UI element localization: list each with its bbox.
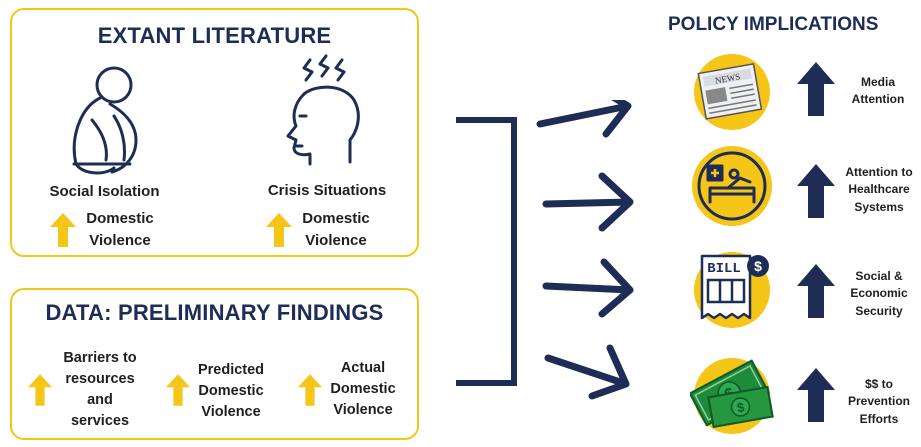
policy-line: Economic (850, 286, 908, 301)
social-isolation-effect: Domestic Violence (80, 208, 160, 252)
finding-line: Violence (333, 402, 393, 419)
up-arrow-navy-icon (797, 264, 835, 318)
connector-bracket (456, 100, 634, 400)
policy-line: $$ to (864, 377, 893, 391)
arrow-to-media (536, 100, 632, 138)
policy-line: Security (855, 303, 903, 318)
newspaper-text: NEWS (714, 71, 741, 85)
preliminary-findings-panel: DATA: PRELIMINARY FINDINGS Barriers to r… (10, 288, 419, 440)
arrow-group (536, 100, 634, 400)
stressed-head-icon (286, 54, 360, 166)
money-icon: $ $ (690, 358, 774, 434)
svg-text:$: $ (736, 399, 746, 415)
policy-line: Attention to (845, 165, 913, 179)
prevention-label: $$ to Prevention Efforts (838, 376, 920, 428)
finding-line: Domestic (198, 383, 264, 400)
up-arrow-gold-icon (28, 374, 52, 406)
up-arrow-gold-icon (166, 374, 190, 406)
up-arrow-navy-icon (797, 368, 835, 422)
finding-line: services (70, 413, 130, 430)
healthcare-label: Attention to Healthcare Systems (836, 164, 921, 216)
effect-line: Domestic (302, 210, 370, 227)
social-isolation-label: Social Isolation (49, 183, 160, 200)
policy-title: POLICY IMPLICATIONS (668, 14, 879, 35)
crisis-situations-effect: Domestic Violence (296, 208, 376, 252)
policy-line: Healthcare (848, 182, 910, 197)
arrow-to-prevention (544, 344, 630, 400)
finding-line: Domestic (330, 381, 396, 398)
up-arrow-navy-icon (797, 62, 835, 116)
finding-line: Barriers to (63, 350, 137, 366)
barriers-finding: Barriers to resources and services (50, 348, 150, 432)
policy-line: Social & (855, 269, 903, 283)
arrow-to-healthcare (542, 172, 634, 232)
preliminary-findings-title: DATA: PRELIMINARY FINDINGS (45, 300, 384, 325)
sitting-person-icon (72, 66, 138, 175)
finding-line: and (87, 392, 113, 409)
finding-line: resources (65, 371, 135, 388)
policy-line: Media (860, 75, 895, 89)
effect-line: Violence (89, 231, 151, 249)
policy-line: Systems (854, 199, 904, 214)
social-economic-label: Social & Economic Security (838, 268, 920, 320)
actual-finding: Actual Domestic Violence (320, 358, 406, 421)
policy-line: Efforts (859, 411, 899, 426)
extant-literature-title: EXTANT LITERATURE (97, 23, 332, 48)
hospital-bed-icon (692, 146, 772, 226)
crisis-situations-label: Crisis Situations (267, 182, 387, 199)
svg-text:$: $ (754, 258, 762, 274)
policy-line: Prevention (847, 394, 910, 409)
up-arrow-gold-icon (50, 213, 76, 247)
finding-line: Violence (201, 404, 261, 421)
policy-line: Attention (851, 92, 905, 107)
arrow-to-security (542, 258, 634, 318)
extant-literature-panel: EXTANT LITERATURE Social Isolation Crisi… (10, 8, 419, 257)
up-arrow-navy-icon (797, 164, 835, 218)
bill-text: BILL (707, 261, 741, 277)
media-attention-label: Media Attention (838, 74, 918, 109)
effect-line: Domestic (86, 210, 154, 227)
bill-icon: BILL $ (694, 252, 770, 328)
effect-line: Violence (305, 231, 367, 249)
up-arrow-gold-icon (266, 213, 292, 247)
predicted-finding: Predicted Domestic Violence (188, 360, 274, 423)
finding-line: Predicted (197, 362, 265, 378)
newspaper-icon: NEWS (694, 54, 770, 130)
up-arrow-gold-icon (298, 374, 322, 406)
finding-line: Actual (340, 360, 386, 376)
